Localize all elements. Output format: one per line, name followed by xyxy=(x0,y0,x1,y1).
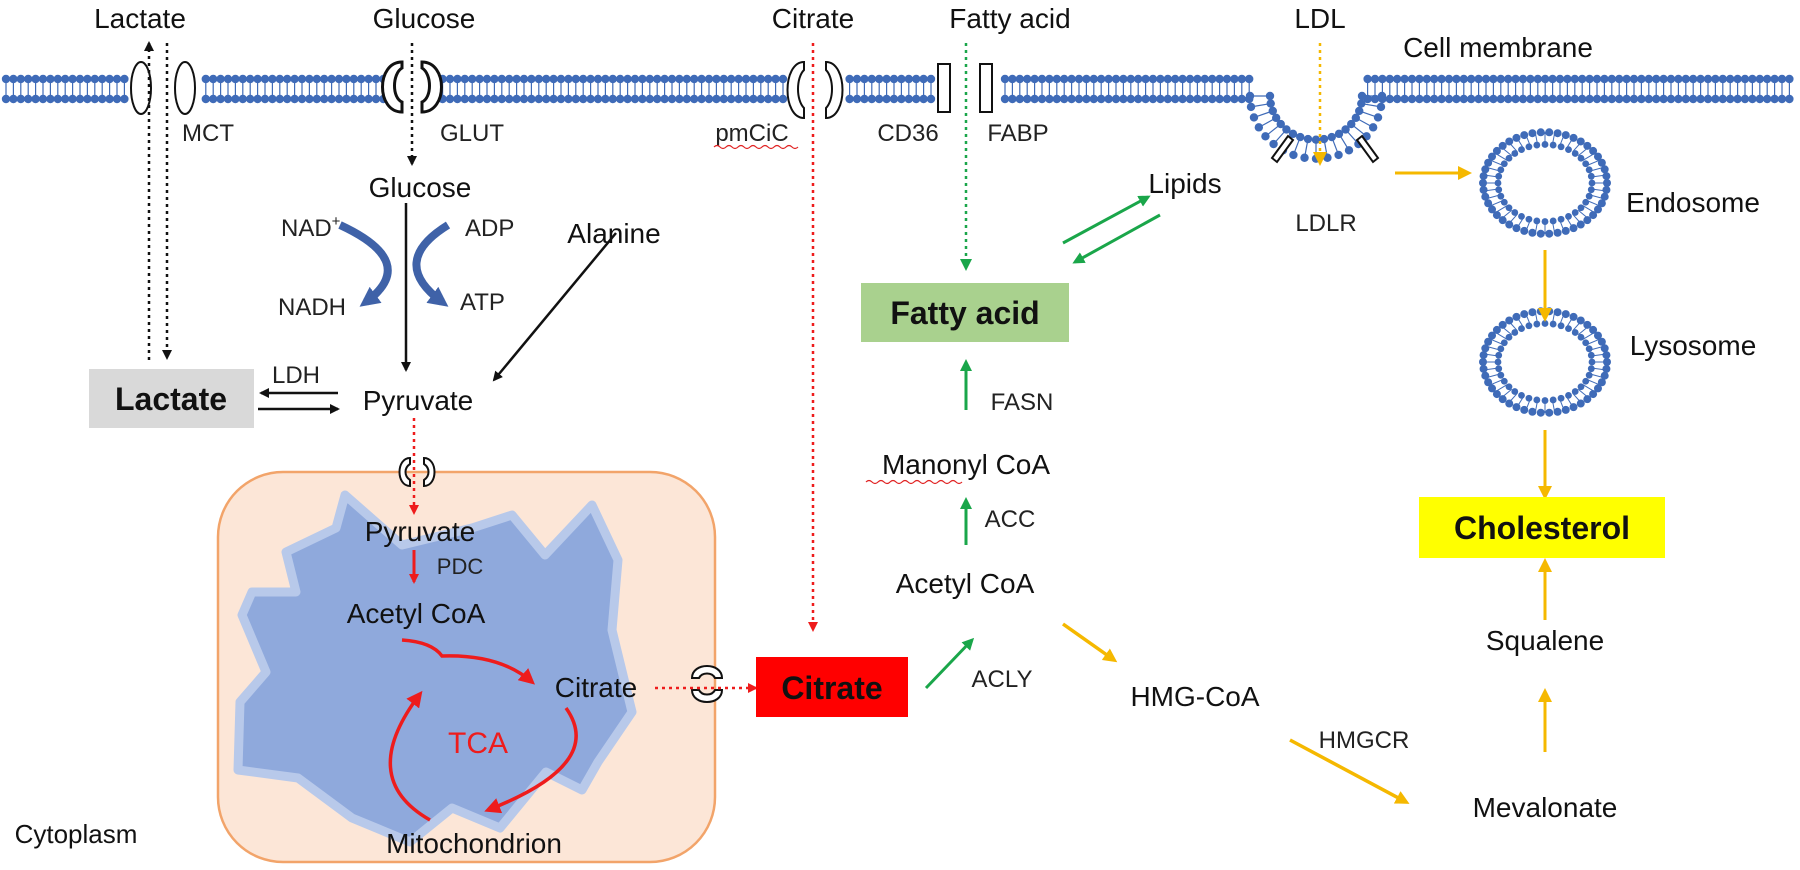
extracellular-citrate-label: Citrate xyxy=(772,3,854,34)
nad-plus-label: NAD+ xyxy=(281,213,341,242)
pmcic-transporter xyxy=(786,60,844,120)
mpc-transporter xyxy=(398,456,436,488)
fabp-label: FABP xyxy=(987,120,1048,147)
cell-membrane-label: Cell membrane xyxy=(1403,32,1593,63)
fabp-transporter xyxy=(979,63,993,113)
atp-label: ATP xyxy=(460,289,505,316)
cholesterol-box xyxy=(1419,497,1665,558)
lysosome-vesicle xyxy=(1479,307,1611,417)
spellcheck-underline xyxy=(713,144,799,150)
cd36-transporter xyxy=(937,63,951,113)
endosome-vesicle xyxy=(1479,128,1611,238)
mitochondrion-cristae xyxy=(233,490,637,847)
alanine-label: Alanine xyxy=(567,218,660,249)
mct-label: MCT xyxy=(182,120,234,147)
manonyl-coa-label: Manonyl CoA xyxy=(882,449,1050,480)
tca-label: TCA xyxy=(448,727,508,760)
lipids-label: Lipids xyxy=(1148,168,1221,199)
hmg-coa-label: HMG-CoA xyxy=(1130,681,1259,712)
ldh-label: LDH xyxy=(272,362,320,389)
hmgcr-label: HMGCR xyxy=(1319,727,1410,754)
pmcic-label: pmCiC xyxy=(715,120,788,147)
pdc-label: PDC xyxy=(437,554,484,579)
tca-return-arrow xyxy=(388,690,431,822)
mito-citrate-label: Citrate xyxy=(555,672,637,703)
extracellular-lactate-label: Lactate xyxy=(94,3,186,34)
extracellular-fatty-acid-label: Fatty acid xyxy=(949,3,1070,34)
adp-label: ADP xyxy=(465,215,514,242)
cytoplasm-glucose-label: Glucose xyxy=(369,172,472,203)
fatty-acid-to-lipids-arrow xyxy=(1062,195,1151,245)
cd36-label: CD36 xyxy=(877,120,938,147)
ldlr-label: LDLR xyxy=(1295,210,1356,237)
glut-label: GLUT xyxy=(440,120,504,147)
cholesterol-box-label: Cholesterol xyxy=(1454,510,1630,546)
hmgcr-arrow xyxy=(1289,738,1410,804)
fasn-label: FASN xyxy=(991,389,1054,416)
mito-pyruvate-label: Pyruvate xyxy=(365,516,476,547)
adp-to-atp-arrow xyxy=(412,221,451,307)
ldlr-receptor xyxy=(1270,134,1380,164)
nad-plus-superscript: + xyxy=(332,213,341,230)
fatty-acid-box-label: Fatty acid xyxy=(890,295,1039,331)
acetyl-to-hmg-arrow xyxy=(1061,622,1118,663)
cytoplasm-pyruvate-label: Pyruvate xyxy=(363,385,474,416)
citrate-carrier xyxy=(690,665,724,703)
lactate-box-label: Lactate xyxy=(115,381,227,417)
squalene-label: Squalene xyxy=(1486,625,1604,656)
nadh-label: NADH xyxy=(278,294,346,321)
nad-plus-text: NAD xyxy=(281,215,332,242)
mitochondrion-label: Mitochondrion xyxy=(386,828,562,859)
mito-acetyl-coa-label: Acetyl CoA xyxy=(347,598,486,629)
alanine-to-pyruvate-arrow xyxy=(492,232,617,382)
citrate-box xyxy=(756,657,908,717)
fatty-acid-box xyxy=(861,283,1069,342)
lysosome-label: Lysosome xyxy=(1630,330,1757,361)
extracellular-glucose-label: Glucose xyxy=(373,3,476,34)
nad-to-nadh-arrow xyxy=(338,221,392,307)
acly-arrow xyxy=(924,637,975,690)
cytoplasm-label: Cytoplasm xyxy=(15,819,138,849)
glut-transporter xyxy=(381,60,443,114)
extracellular-ldl-label: LDL xyxy=(1294,3,1345,34)
mitochondrion xyxy=(216,470,717,864)
lactate-box xyxy=(89,369,254,428)
acly-label: ACLY xyxy=(972,666,1033,693)
acc-label: ACC xyxy=(985,506,1036,533)
endosome-label: Endosome xyxy=(1626,187,1760,218)
tca-acetyl-to-citrate-arrow xyxy=(401,638,536,685)
acetyl-coa-label: Acetyl CoA xyxy=(896,568,1035,599)
tca-citrate-to-mito-arrow xyxy=(484,706,578,814)
mevalonate-label: Mevalonate xyxy=(1473,792,1618,823)
citrate-box-label: Citrate xyxy=(781,670,882,706)
spellcheck-underline-manonyl xyxy=(865,479,963,485)
mct-transporter xyxy=(130,61,196,115)
lipids-to-fatty-acid-arrow xyxy=(1072,213,1161,264)
